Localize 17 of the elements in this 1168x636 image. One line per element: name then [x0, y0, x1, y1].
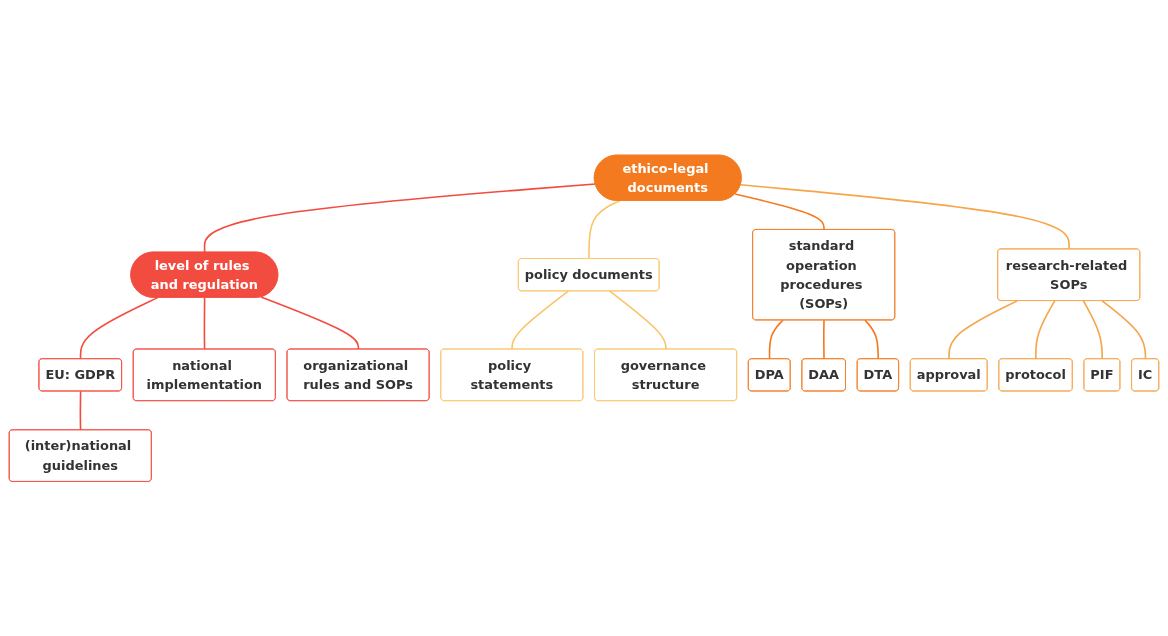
- connector: [203, 182, 597, 253]
- connector: [823, 319, 825, 360]
- connector: [948, 299, 1018, 360]
- connector: [1082, 299, 1104, 360]
- connector: [739, 183, 1070, 250]
- connector: [734, 192, 825, 231]
- connector: [768, 319, 784, 360]
- connector: [79, 390, 82, 431]
- connector: [1101, 299, 1147, 360]
- connector: [260, 295, 360, 350]
- connector: [79, 296, 159, 360]
- connector: [1035, 299, 1056, 360]
- connector: [203, 296, 206, 350]
- connector: [588, 199, 621, 260]
- connector: [511, 290, 570, 350]
- connector: [864, 319, 879, 360]
- connector: [609, 290, 667, 350]
